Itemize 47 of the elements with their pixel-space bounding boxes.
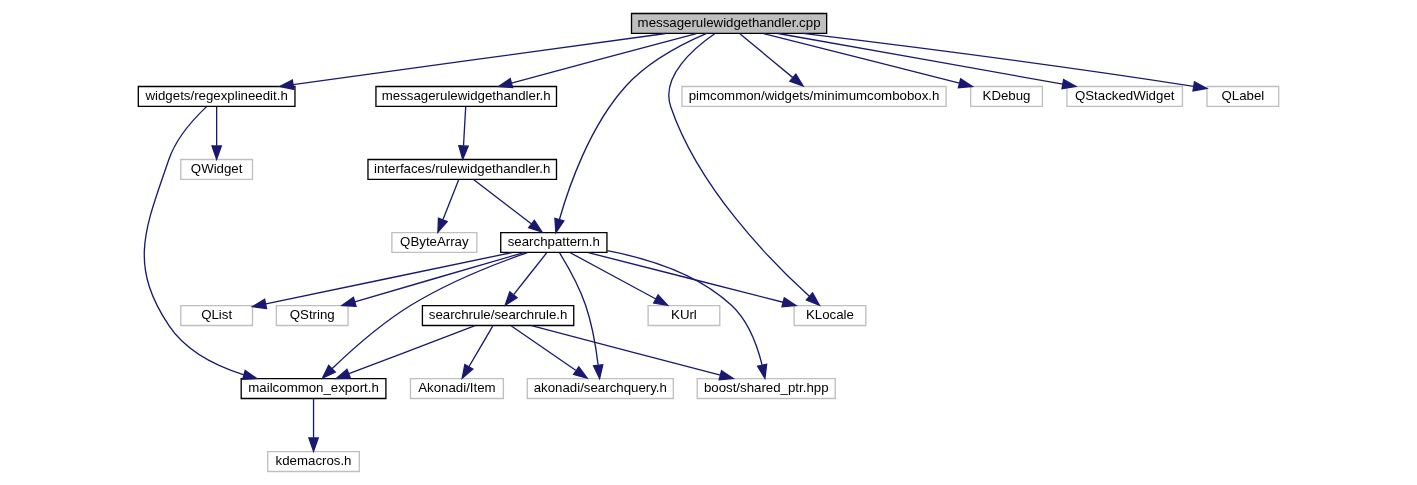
node-box: searchrule/searchrule.h xyxy=(421,304,575,327)
node-box: QString xyxy=(275,304,349,327)
arrow xyxy=(340,251,525,307)
arrow xyxy=(307,398,320,454)
arrow xyxy=(668,32,821,307)
node-box: QWidget xyxy=(180,158,254,181)
arrow xyxy=(530,324,736,381)
arrow xyxy=(457,106,470,162)
node-box: mailcommon_export.h xyxy=(240,377,387,400)
node-box: KLocale xyxy=(793,304,867,327)
arrow xyxy=(558,252,604,381)
arrow xyxy=(503,252,548,307)
arrow xyxy=(277,32,667,91)
arrow xyxy=(437,179,460,235)
node-box: QByteArray xyxy=(391,231,478,254)
arrow xyxy=(569,252,670,307)
node-box: widgets/regexplineedit.h xyxy=(137,85,296,108)
node-box: akonadi/searchquery.h xyxy=(526,377,674,400)
node-box: boost/shared_ptr.hpp xyxy=(696,377,836,400)
arrow xyxy=(211,106,223,162)
node-box: KDebug xyxy=(970,85,1044,108)
arrow xyxy=(321,251,528,380)
node-box: kdemacros.h xyxy=(267,450,360,473)
arrow xyxy=(250,251,513,310)
node-box: KUrl xyxy=(647,304,721,327)
node-box: messagerulewidgethandler.cpp xyxy=(630,12,828,35)
arrow xyxy=(334,324,476,380)
node-box: pimcommon/widgets/minimumcombobox.h xyxy=(681,85,947,108)
arrow xyxy=(143,105,259,381)
arrow xyxy=(554,32,708,235)
arrow xyxy=(763,32,975,89)
arrow xyxy=(473,179,544,234)
arrow xyxy=(777,32,1078,90)
arrow xyxy=(802,32,1209,92)
node-box: interfaces/rulewidgethandler.h xyxy=(367,158,558,181)
arrow xyxy=(496,32,697,89)
node-box: Akonadi/Item xyxy=(409,377,505,400)
arrow xyxy=(739,33,805,88)
node-box: QStackedWidget xyxy=(1066,85,1184,108)
node-box: messagerulewidgethandler.h xyxy=(375,85,558,108)
arrow xyxy=(587,251,798,308)
node-box: QList xyxy=(180,304,254,327)
arrow xyxy=(510,325,589,380)
node-box: searchpattern.h xyxy=(500,231,608,254)
arrow xyxy=(461,325,494,380)
arrow xyxy=(606,249,768,381)
node-box: QLabel xyxy=(1206,85,1280,108)
